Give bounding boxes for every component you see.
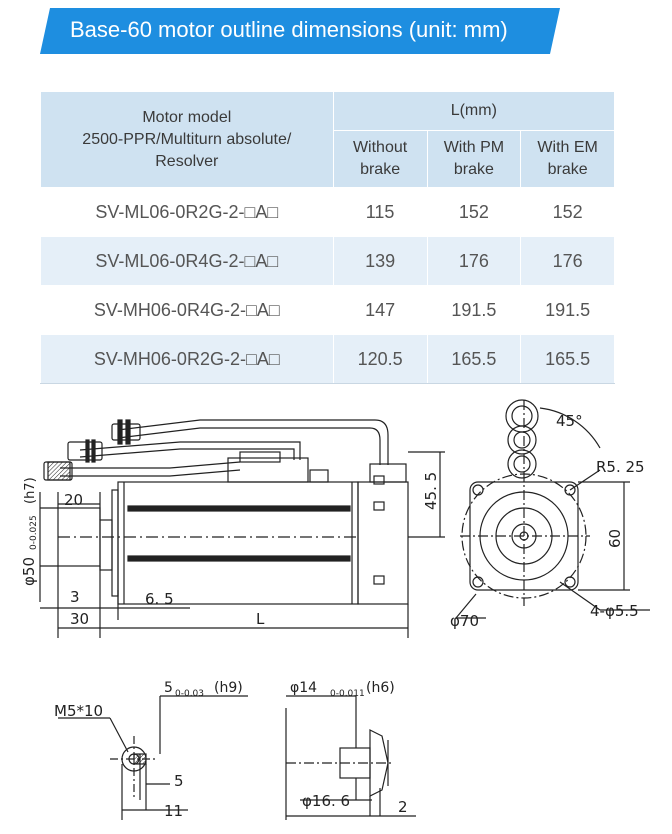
dim-4-holes: 4-φ5.5 [590,602,639,620]
shaft-dim-label: φ50 0-0.025 (h7) [20,477,39,586]
shaft-side-view [285,695,416,820]
dim-m5: M5*10 [54,702,103,720]
dim-phi14-fit: (h6) [366,680,395,696]
outline-drawing: 20 3 30 6. 5 L 45. 5 φ50 0-0.025 (h7) [20,399,650,820]
table-row: SV-MH06-0R2G-2-□A□ 120.5 165.5 165.5 [40,334,615,384]
model-cell: SV-ML06-0R2G-2-□A□ [40,187,334,237]
header-pm-brake: With PM brake [426,130,522,188]
dim-2: 2 [398,798,408,816]
table-row: SV-ML06-0R2G-2-□A□ 115 152 152 [40,187,615,237]
banner-shape [40,8,560,54]
dim-phi14-tol: 0-0.011 [330,689,365,699]
em-cell: 176 [520,236,615,286]
header-l: L(mm) [332,91,616,131]
pm-cell: 152 [426,187,522,237]
dim-11: 11 [164,802,183,820]
header-pm-line2: brake [453,161,494,178]
shaft-end-view [58,695,248,820]
dim-key-fit: (h9) [214,680,243,696]
dim-phi14: φ14 [290,680,317,696]
pm-cell: 176 [426,236,522,286]
dim-key-w: 5 [164,680,173,696]
model-cell: SV-ML06-0R4G-2-□A□ [40,236,334,286]
header-without-brake: Without brake [332,130,428,188]
dim-phi16-6: φ16. 6 [302,792,350,810]
without-cell: 139 [332,236,428,286]
dim-phi70: φ70 [450,612,479,630]
side-view [39,419,445,638]
pm-cell: 191.5 [426,285,522,335]
em-cell: 152 [520,187,615,237]
header-without-line1: Without [352,139,408,156]
dim-key-tol: 0-0.03 [175,689,204,699]
dim-6-5: 6. 5 [145,590,174,608]
without-cell: 120.5 [332,334,428,384]
header-pm-line1: With PM [443,139,505,156]
header-em-line2: brake [547,161,588,178]
table-row: SV-MH06-0R4G-2-□A□ 147 191.5 191.5 [40,285,615,335]
section-banner: Base-60 motor outline dimensions (unit: … [40,8,560,54]
dim-30: 30 [70,610,89,628]
header-model-line1: Motor model [142,108,232,126]
header-model-line2: 2500-PPR/Multiturn absolute/ [82,130,292,148]
without-cell: 115 [332,187,428,237]
dim-phi50-tol: 0-0.025 [29,515,39,550]
em-cell: 191.5 [520,285,615,335]
dim-60: 60 [606,529,624,548]
model-cell: SV-MH06-0R4G-2-□A□ [40,285,334,335]
table-row: SV-ML06-0R4G-2-□A□ 139 176 176 [40,236,615,286]
dim-45-5: 45. 5 [422,472,440,510]
dim-r5-25: R5. 25 [596,458,645,476]
header-model: Motor model 2500-PPR/Multiturn absolute/… [40,91,334,188]
header-em-line1: With EM [537,139,598,156]
banner-title: Base-60 motor outline dimensions (unit: … [70,17,508,42]
header-without-line2: brake [360,161,401,178]
front-view [455,399,650,619]
dim-5: 5 [174,772,184,790]
dimension-table: Motor model 2500-PPR/Multiturn absolute/… [40,91,616,384]
dim-phi50-fit: (h7) [23,477,38,504]
dim-l: L [256,610,265,628]
without-cell: 147 [332,285,428,335]
dim-phi50: φ50 [20,557,38,586]
em-cell: 165.5 [520,334,615,384]
dim-angle: 45° [556,412,583,430]
dim-20: 20 [64,491,83,509]
dim-3: 3 [70,588,80,606]
pm-cell: 165.5 [426,334,522,384]
header-em-brake: With EM brake [520,130,615,188]
header-model-line3: Resolver [155,152,219,170]
model-cell: SV-MH06-0R2G-2-□A□ [40,334,334,384]
